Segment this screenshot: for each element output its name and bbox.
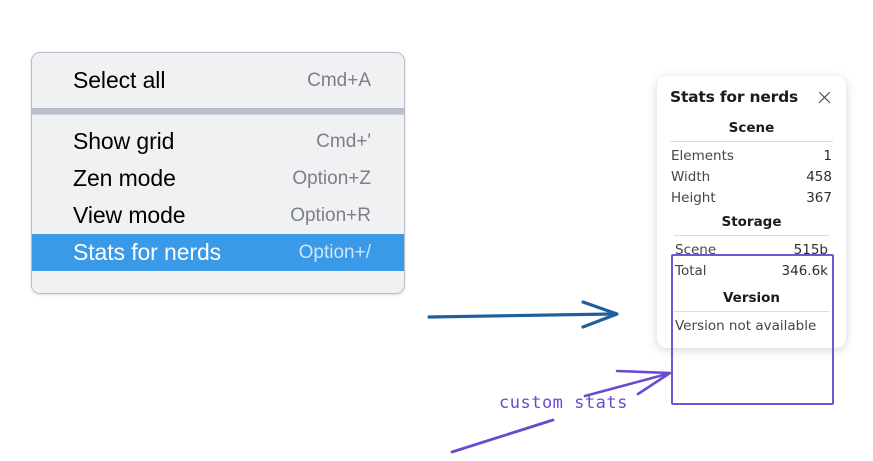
underline-stroke: [450, 418, 555, 454]
menu-item-view-mode[interactable]: View mode Option+R: [32, 197, 404, 234]
stats-section-scene: Scene Elements 1 Width 458 Height 367: [670, 120, 833, 208]
section-heading: Version: [722, 290, 781, 306]
stat-row-width: Width 458: [670, 166, 833, 187]
menu-divider: [32, 108, 404, 115]
menu-item-label: Show grid: [73, 128, 175, 154]
version-note: Version not available: [675, 318, 817, 334]
custom-stats-annotation-label: custom stats: [499, 393, 628, 413]
stats-section-version: Version Version not available: [674, 290, 829, 334]
menu-item-shortcut: Option+/: [298, 241, 371, 263]
stat-row-elements: Elements 1: [670, 145, 833, 166]
stat-value: 346.6k: [781, 262, 828, 279]
stat-label: Total: [675, 262, 707, 279]
menu-item-select-all[interactable]: Select all Cmd+A: [32, 62, 404, 99]
panel-title: Stats for nerds: [670, 88, 799, 106]
stat-value: 515b: [793, 241, 828, 258]
menu-item-shortcut: Option+R: [290, 204, 371, 226]
menu-section-primary: Select all Cmd+A: [32, 53, 404, 108]
menu-item-show-grid[interactable]: Show grid Cmd+': [32, 123, 404, 160]
stat-label: Scene: [675, 241, 717, 258]
stat-label: Elements: [671, 147, 734, 164]
context-menu[interactable]: Select all Cmd+A Show grid Cmd+' Zen mod…: [31, 52, 405, 294]
stat-value: 458: [806, 168, 832, 185]
menu-item-label: Select all: [73, 67, 166, 93]
custom-stats-group: Storage Scene 515b Total 346.6k Version …: [670, 208, 833, 334]
menu-item-shortcut: Option+Z: [292, 167, 371, 189]
stat-label: Width: [671, 168, 711, 185]
stat-row-storage-total: Total 346.6k: [674, 260, 829, 281]
menu-footer-spacer: [32, 271, 404, 293]
section-divider: [670, 141, 833, 142]
menu-section-view: Show grid Cmd+' Zen mode Option+Z View m…: [32, 115, 404, 293]
stats-section-storage: Storage Scene 515b Total 346.6k: [674, 214, 829, 281]
menu-item-label: View mode: [73, 202, 186, 228]
menu-item-shortcut: Cmd+A: [307, 69, 371, 91]
section-heading: Scene: [728, 120, 775, 136]
menu-item-stats-for-nerds[interactable]: Stats for nerds Option+/: [32, 234, 404, 271]
stat-row-storage-scene: Scene 515b: [674, 239, 829, 260]
menu-item-label: Zen mode: [73, 165, 176, 191]
section-divider: [674, 311, 829, 312]
stat-label: Height: [671, 189, 716, 206]
section-divider: [674, 235, 829, 236]
arrow-right-icon: [427, 300, 619, 329]
stats-for-nerds-panel: Stats for nerds Scene Elements 1 Width 4…: [657, 76, 846, 405]
stat-row-height: Height 367: [670, 187, 833, 208]
panel-header: Stats for nerds: [670, 88, 833, 106]
menu-item-label: Stats for nerds: [73, 239, 222, 265]
close-icon[interactable]: [816, 89, 833, 106]
menu-item-zen-mode[interactable]: Zen mode Option+Z: [32, 160, 404, 197]
stat-value: 1: [823, 147, 832, 164]
section-heading: Storage: [721, 214, 782, 230]
menu-item-shortcut: Cmd+': [316, 130, 371, 152]
stat-value: 367: [806, 189, 832, 206]
